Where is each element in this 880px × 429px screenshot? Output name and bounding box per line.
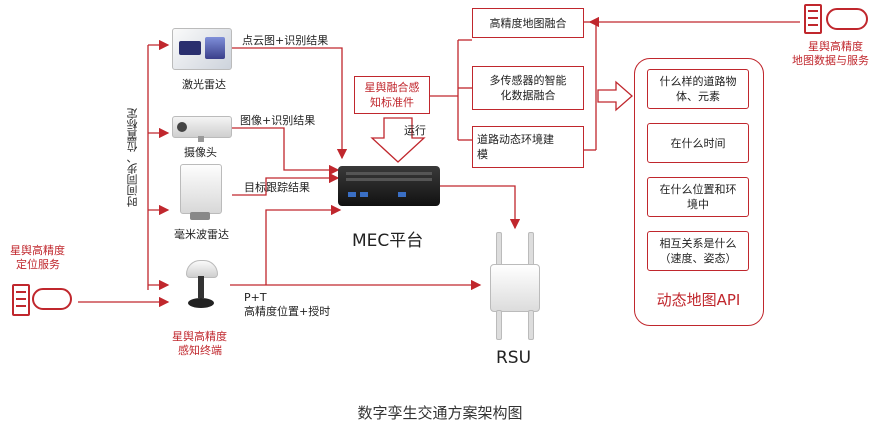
hd-map-fusion-text: 高精度地图融合 (489, 16, 567, 30)
map-service-label-1: 星舆高精度 (808, 40, 863, 53)
lidar-label: 激光雷达 (182, 78, 226, 91)
api-item-3-line-2: 境中 (687, 198, 709, 211)
run-label: 运行 (404, 124, 426, 137)
camera-output-label: 图像+识别结果 (240, 114, 316, 127)
terminal-device (176, 258, 226, 314)
map-service-label-2: 地图数据与服务 (792, 54, 869, 67)
mec-device (338, 162, 440, 210)
positioning-service-label-1: 星舆高精度 (10, 244, 65, 257)
terminal-label-2: 感知终端 (178, 344, 222, 357)
api-item-4-line-2: （速度、姿态） (659, 252, 737, 265)
api-item-3-line-1: 在什么位置和环 (659, 183, 737, 196)
camera-icon (172, 116, 232, 138)
road-modeling-line-1: 道路动态环境建 (477, 133, 554, 146)
fusion-box-line-1: 星舆融合感 (364, 81, 420, 94)
hd-map-fusion-box: 高精度地图融合 (472, 8, 584, 38)
api-panel-title: 动态地图API (656, 291, 741, 309)
map-cloud-server-icon (802, 2, 872, 36)
multi-sensor-line-1: 多传感器的智能 (489, 74, 567, 87)
radar-output-label: 目标跟踪结果 (244, 181, 310, 194)
radar-label: 毫米波雷达 (174, 228, 229, 241)
mec-server-icon (338, 166, 440, 206)
dynamic-map-api-panel: 什么样的道路物 体、元素 在什么时间 在什么位置和环 境中 相互关系是什么 （速… (634, 58, 764, 326)
radar-icon (180, 164, 222, 214)
api-item-4-line-1: 相互关系是什么 (659, 237, 737, 250)
cloud-server-icon (10, 280, 76, 320)
rsu-device (488, 232, 540, 340)
api-item-1-line-2: 体、元素 (676, 90, 720, 103)
multi-sensor-fusion-box: 多传感器的智能 化数据融合 (472, 66, 584, 110)
terminal-label-1: 星舆高精度 (172, 330, 227, 343)
api-item-location: 在什么位置和环 境中 (647, 177, 749, 217)
lidar-icon (172, 28, 232, 70)
positioning-service-label-2: 定位服务 (16, 258, 60, 271)
fusion-standard-box: 星舆融合感 知标准件 (354, 76, 430, 114)
mec-label: MEC平台 (352, 231, 424, 251)
api-item-time: 在什么时间 (647, 123, 749, 163)
radar-device (176, 164, 226, 222)
lidar-device (172, 28, 232, 70)
multi-sensor-line-2: 化数据融合 (500, 89, 556, 102)
api-item-relations: 相互关系是什么 （速度、姿态） (647, 231, 749, 271)
diagram-caption: 数字孪生交通方案架构图 (357, 404, 523, 422)
camera-label: 摄像头 (184, 146, 217, 159)
sync-label: 时间同步、位置标定 (126, 108, 139, 207)
api-item-2-line-1: 在什么时间 (670, 136, 726, 150)
rsu-icon (490, 264, 540, 312)
camera-device (168, 112, 232, 142)
api-item-objects: 什么样的道路物 体、元素 (647, 69, 749, 109)
api-item-1-line-1: 什么样的道路物 (659, 75, 737, 88)
terminal-output-2: 高精度位置+授时 (244, 305, 331, 318)
lidar-output-label: 点云图+识别结果 (242, 34, 329, 47)
road-modeling-box: 道路动态环境建 模 (472, 126, 584, 168)
road-modeling-line-2: 模 (477, 148, 488, 161)
terminal-output-1: P+T (244, 291, 267, 304)
rsu-label: RSU (496, 348, 532, 368)
fusion-box-line-2: 知标准件 (370, 96, 414, 109)
